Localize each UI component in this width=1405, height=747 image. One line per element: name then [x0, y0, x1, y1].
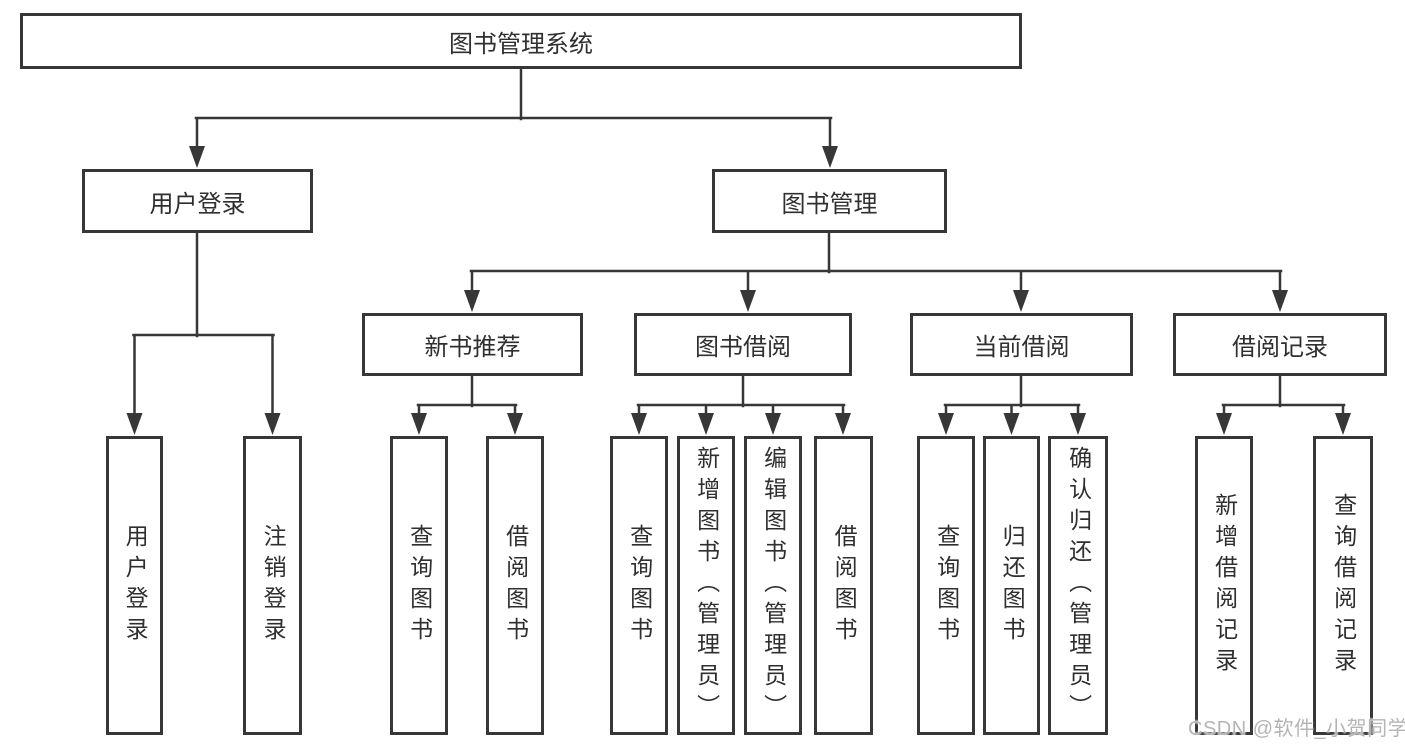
leaf-current-query-label: 查询图书: [933, 523, 960, 648]
connector-shafts: [132, 66, 1346, 418]
leaf-borrow-add-admin-label: 新增图书（管理员）: [693, 446, 720, 725]
leaf-newbooks-borrow-label: 借阅图书: [502, 523, 529, 648]
node-current-borrow-label: 当前借阅: [973, 334, 1070, 361]
watermark: CSDN @软件_小贺同学: [1188, 718, 1405, 740]
leaf-current-return-label: 归还图书: [999, 523, 1026, 648]
node-borrow-records: 借阅记录: [1173, 313, 1387, 376]
leaf-newbooks-query: 查询图书: [390, 436, 448, 735]
node-user-login: 用户登录: [82, 169, 313, 233]
node-book-management: 图书管理: [712, 169, 947, 233]
leaf-borrow-query-label: 查询图书: [626, 523, 653, 648]
leaf-borrow-edit-admin-label: 编辑图书（管理员）: [760, 446, 787, 725]
node-book-borrow-label: 图书借阅: [695, 334, 791, 361]
leaf-current-return: 归还图书: [983, 436, 1040, 735]
node-book-management-label: 图书管理: [781, 190, 878, 218]
node-root: 图书管理系统: [20, 13, 1022, 69]
leaf-current-confirm-admin: 确认归还（管理员）: [1048, 436, 1108, 735]
node-new-book-recommend: 新书推荐: [362, 313, 583, 376]
leaf-records-add: 新增借阅记录: [1195, 436, 1253, 735]
node-new-book-recommend-label: 新书推荐: [424, 334, 521, 361]
leaf-records-query: 查询借阅记录: [1313, 436, 1373, 735]
leaf-borrow-borrow: 借阅图书: [814, 436, 873, 735]
leaf-logout-label: 注销登录: [260, 523, 287, 648]
leaf-borrow-edit-admin: 编辑图书（管理员）: [744, 436, 802, 735]
leaf-records-add-label: 新增借阅记录: [1211, 492, 1238, 679]
leaf-records-query-label: 查询借阅记录: [1330, 492, 1357, 679]
leaf-newbooks-query-label: 查询图书: [406, 523, 433, 648]
node-root-label: 图书管理系统: [449, 30, 593, 58]
leaf-user-login-label: 用户登录: [122, 523, 149, 648]
leaf-current-query: 查询图书: [917, 436, 975, 735]
leaf-borrow-query: 查询图书: [610, 436, 668, 735]
node-book-borrow: 图书借阅: [634, 313, 852, 376]
leaf-user-login: 用户登录: [106, 436, 163, 735]
leaf-borrow-add-admin: 新增图书（管理员）: [677, 436, 735, 735]
leaf-logout: 注销登录: [243, 436, 302, 735]
node-current-borrow: 当前借阅: [910, 313, 1133, 376]
node-borrow-records-label: 借阅记录: [1232, 334, 1328, 361]
leaf-newbooks-borrow: 借阅图书: [486, 436, 544, 735]
leaf-current-confirm-admin-label: 确认归还（管理员）: [1065, 446, 1092, 725]
node-user-login-label: 用户登录: [149, 190, 246, 218]
leaf-borrow-borrow-label: 借阅图书: [831, 523, 858, 648]
